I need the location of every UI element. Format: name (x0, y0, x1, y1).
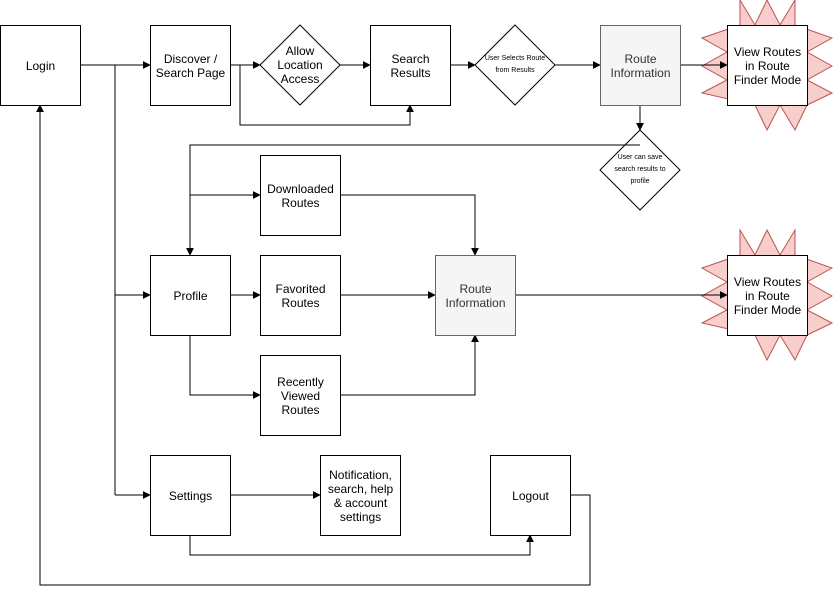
login-node: Login (0, 25, 81, 106)
discover-search-node: Discover / Search Page (150, 25, 231, 106)
profile-node: Profile (150, 255, 231, 336)
edge-logout-login (36, 104, 591, 586)
route-information-top-node: Route Information (600, 25, 681, 106)
edge-downloaded-routeinfo (340, 194, 479, 256)
route-information-mid-node: Route Information (435, 255, 516, 336)
view-routes-top-node: View Routes in Route Finder Mode (727, 25, 808, 106)
allow-location-label: Allow Location Access (277, 44, 323, 86)
favorited-routes-node: Favorited Routes (260, 255, 341, 336)
edge-recent-routeinfo (340, 334, 479, 396)
user-selects-route-label: User Selects Route from Results (484, 55, 546, 74)
view-routes-mid-node: View Routes in Route Finder Mode (727, 255, 808, 336)
edge-profile-recent (189, 335, 261, 399)
diamond-user-selects (474, 24, 556, 106)
save-results-label: User can save search results to profile (614, 154, 666, 185)
logout-node: Logout (490, 455, 571, 536)
settings-node: Settings (150, 455, 231, 536)
diamond-save-results (599, 129, 681, 211)
search-results-node: Search Results (370, 25, 451, 106)
notification-settings-node: Notification, search, help & account set… (320, 455, 401, 536)
edge-settings-logout (189, 534, 534, 556)
edge-save-profile (186, 144, 640, 256)
edge-discover-search-bypass (239, 65, 414, 126)
diamond-allow-location (259, 24, 341, 106)
downloaded-routes-node: Downloaded Routes (260, 155, 341, 236)
recently-viewed-routes-node: Recently Viewed Routes (260, 355, 341, 436)
